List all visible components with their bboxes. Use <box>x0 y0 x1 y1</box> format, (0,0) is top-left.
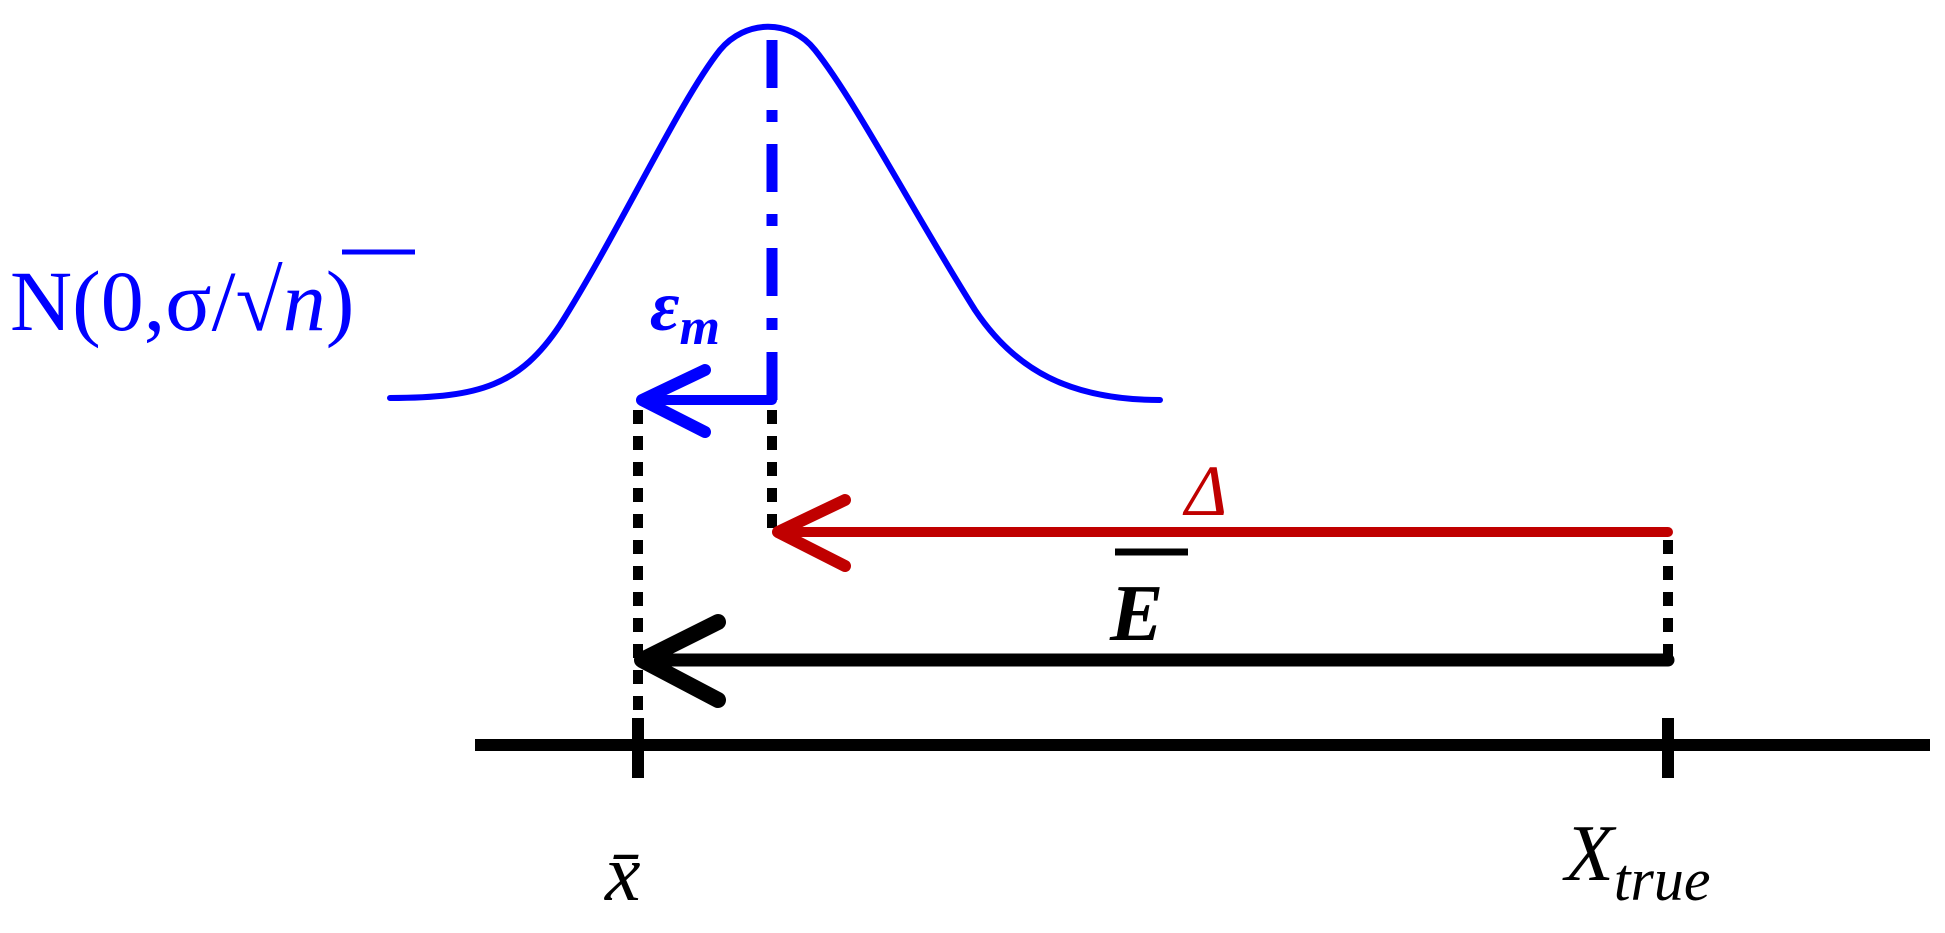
sqrt-symbol: √ <box>236 253 284 349</box>
mean-error-label: E <box>1109 570 1163 658</box>
epsilon-arrow <box>636 364 777 438</box>
gaussian-curve <box>387 23 1163 403</box>
distribution-label: N(0,σ/√n) <box>10 253 354 349</box>
delta-arrow <box>772 494 1673 572</box>
xbar-label: x̄ <box>604 830 641 918</box>
mean-error-arrow <box>634 614 1675 708</box>
epsilon-label: εm <box>650 266 720 356</box>
xtrue-label: Xtrue <box>1562 810 1711 913</box>
sqrt-radicand: n <box>283 253 326 349</box>
delta-label: Δ <box>1182 451 1227 531</box>
